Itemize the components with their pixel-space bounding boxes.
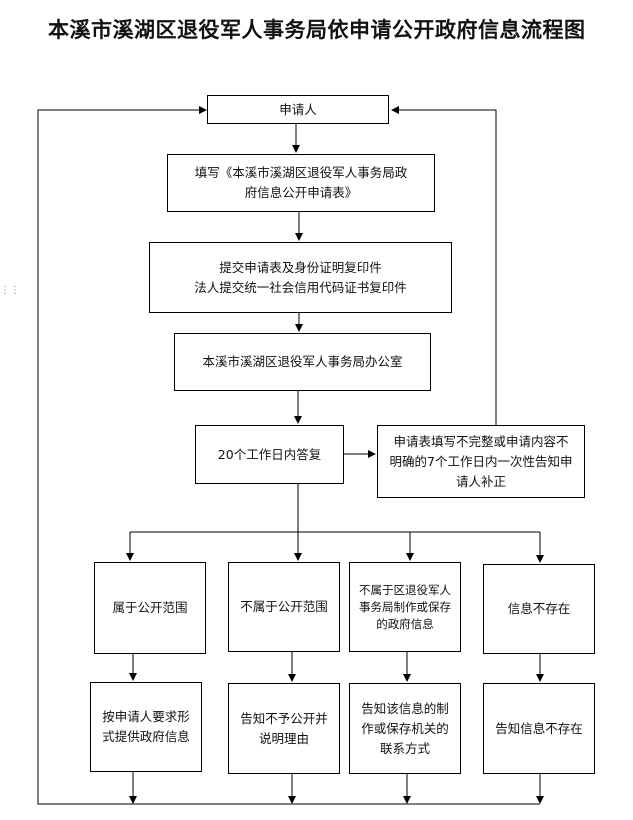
- node-submit-docs: 提交申请表及身份证明复印件 法人提交统一社会信用代码证书复印件: [149, 242, 452, 313]
- node-applicant: 申请人: [207, 95, 389, 124]
- node-office: 本溪市溪湖区退役军人事务局办公室: [174, 333, 431, 391]
- loop-bottom-to-applicant: [37, 106, 540, 805]
- drag-handle-icon[interactable]: ⋮⋮: [0, 285, 20, 296]
- node-incomplete: 申请表填写不完整或申请内容不明确的7个工作日内一次性告知申请人补正: [377, 425, 585, 498]
- page-title: 本溪市溪湖区退役军人事务局依申请公开政府信息流程图: [48, 17, 586, 42]
- node-cat-other-dept: 不属于区退役军人事务局制作或保存的政府信息: [349, 562, 461, 652]
- node-cat-not-exist: 信息不存在: [483, 564, 595, 654]
- node-res-other-dept: 告知该信息的制作或保存机关的联系方式: [349, 683, 461, 774]
- loop-incomplete-to-applicant: [391, 106, 497, 425]
- node-reply: 20个工作日内答复: [195, 425, 344, 484]
- node-cat-not-public: 不属于公开范围: [228, 562, 340, 652]
- node-fill-form: 填写《本溪市溪湖区退役军人事务局政府信息公开申请表》: [167, 154, 435, 212]
- node-res-not-public: 告知不予公开并说明理由: [228, 683, 340, 774]
- node-cat-public: 属于公开范围: [94, 562, 206, 654]
- node-res-not-exist: 告知信息不存在: [483, 683, 595, 774]
- node-res-public: 按申请人要求形式提供政府信息: [90, 682, 202, 772]
